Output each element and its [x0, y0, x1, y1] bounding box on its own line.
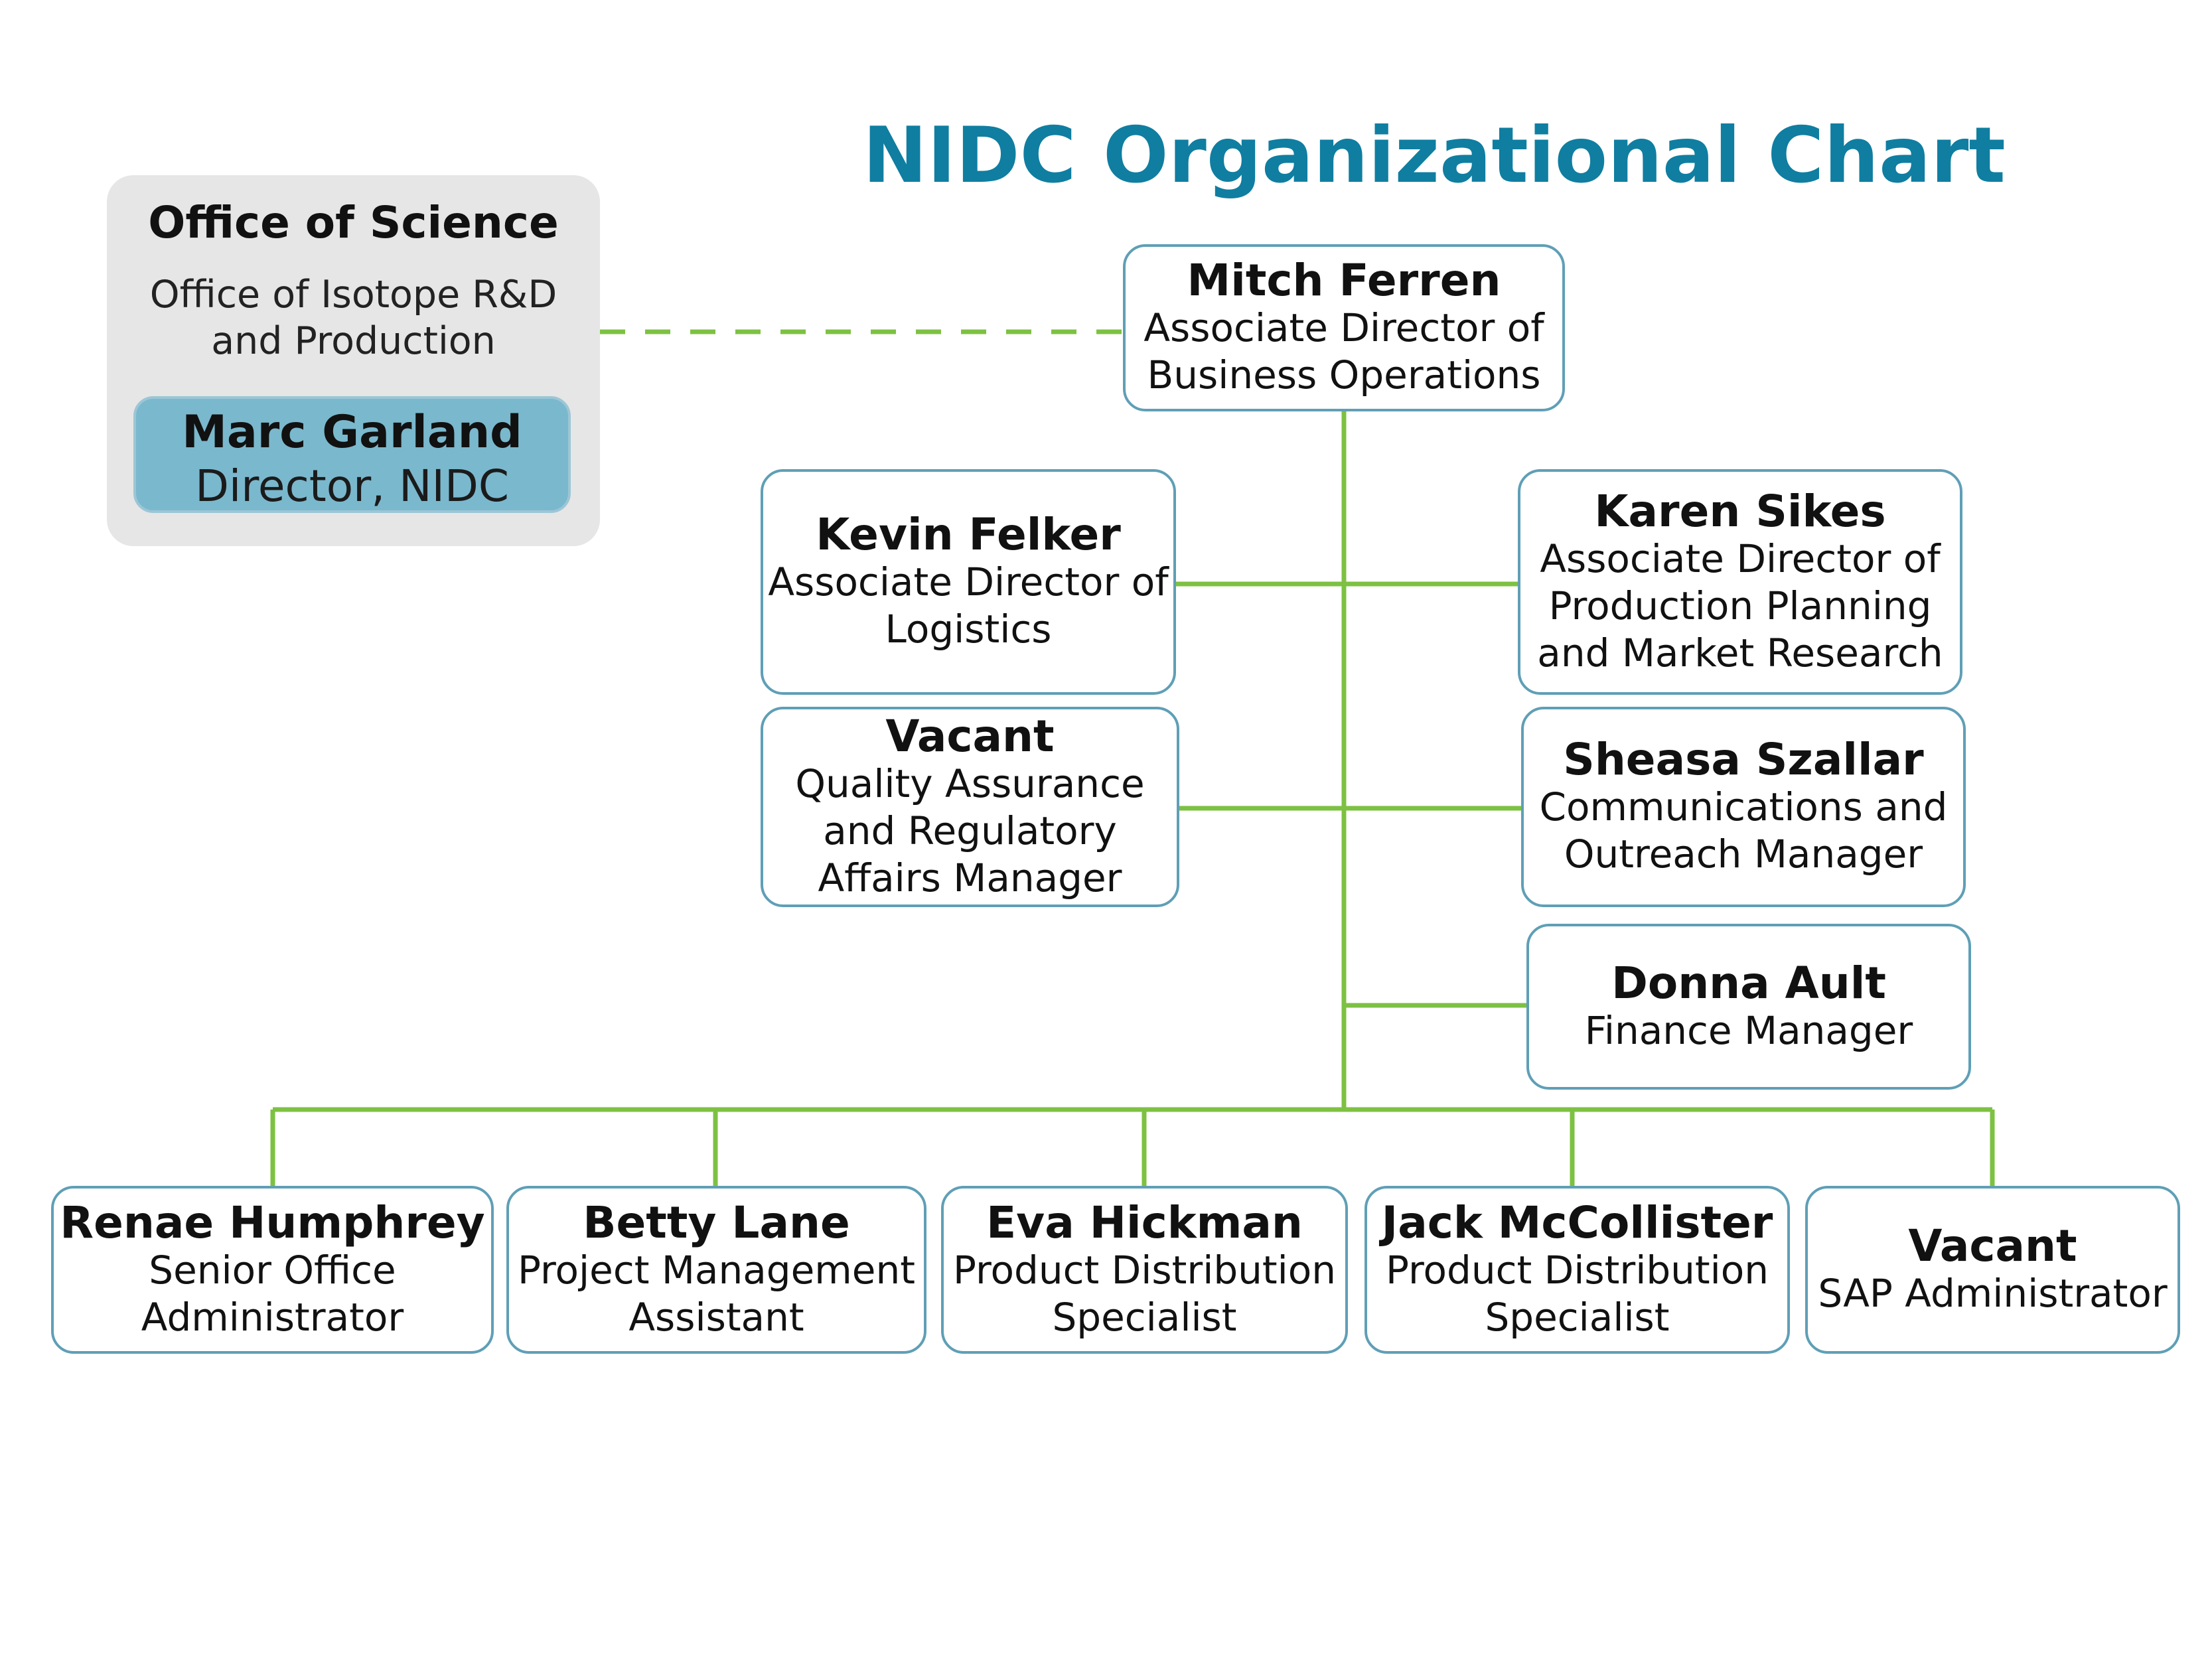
org-box-bottom-1: Renae Humphrey Senior Office Administrat… — [51, 1186, 494, 1354]
org-box-bottom-5: Vacant SAP Administrator — [1805, 1186, 2180, 1354]
person-role: Project Management Assistant — [518, 1247, 915, 1340]
person-role: Communications and Outreach Manager — [1539, 784, 1948, 877]
person-role: Senior Office Administrator — [141, 1247, 404, 1340]
person-role: Associate Director of Logistics — [768, 559, 1169, 652]
person-role: Associate Director of Production Plannin… — [1537, 536, 1943, 676]
person-name: Eva Hickman — [986, 1196, 1303, 1248]
person-role: Quality Assurance and Regulatory Affairs… — [795, 760, 1145, 901]
org-box-bottom-4: Jack McCollister Product Distribution Sp… — [1364, 1186, 1790, 1354]
person-role: Associate Director of Business Operation… — [1143, 305, 1544, 397]
org-box-right-2: Sheasa Szallar Communications and Outrea… — [1521, 707, 1966, 907]
person-name: Donna Ault — [1611, 957, 1886, 1009]
org-box-top: Mitch Ferren Associate Director of Busin… — [1123, 244, 1565, 411]
person-name: Karen Sikes — [1594, 485, 1886, 537]
director-box: Marc Garland Director, NIDC — [133, 396, 571, 513]
person-role: Product Distribution Specialist — [1385, 1247, 1769, 1340]
org-box-left-1: Kevin Felker Associate Director of Logis… — [761, 469, 1176, 695]
office-subtitle: Office of Isotope R&D and Production — [149, 273, 557, 363]
org-box-right-1: Karen Sikes Associate Director of Produc… — [1518, 469, 1962, 695]
person-name: Vacant — [1908, 1220, 2077, 1271]
person-name: Jack McCollister — [1381, 1196, 1773, 1248]
person-name: Kevin Felker — [816, 509, 1121, 560]
person-name: Sheasa Szallar — [1563, 734, 1924, 785]
person-role: Product Distribution Specialist — [952, 1247, 1337, 1340]
office-of-science-panel: Office of Science Office of Isotope R&D … — [107, 175, 600, 546]
page-title: NIDC Organizational Chart — [863, 111, 2006, 200]
director-role: Director, NIDC — [195, 461, 509, 512]
director-name: Marc Garland — [182, 406, 522, 459]
person-name: Vacant — [885, 710, 1055, 762]
org-box-left-2: Vacant Quality Assurance and Regulatory … — [761, 707, 1179, 907]
org-box-bottom-2: Betty Lane Project Management Assistant — [506, 1186, 926, 1354]
office-title: Office of Science — [148, 197, 559, 248]
person-role: SAP Administrator — [1818, 1271, 2168, 1316]
person-name: Renae Humphrey — [60, 1196, 485, 1248]
org-box-bottom-3: Eva Hickman Product Distribution Special… — [941, 1186, 1348, 1354]
person-role: Finance Manager — [1584, 1007, 1913, 1053]
org-box-right-3: Donna Ault Finance Manager — [1526, 924, 1971, 1090]
person-name: Mitch Ferren — [1187, 255, 1501, 306]
person-name: Betty Lane — [583, 1196, 850, 1248]
